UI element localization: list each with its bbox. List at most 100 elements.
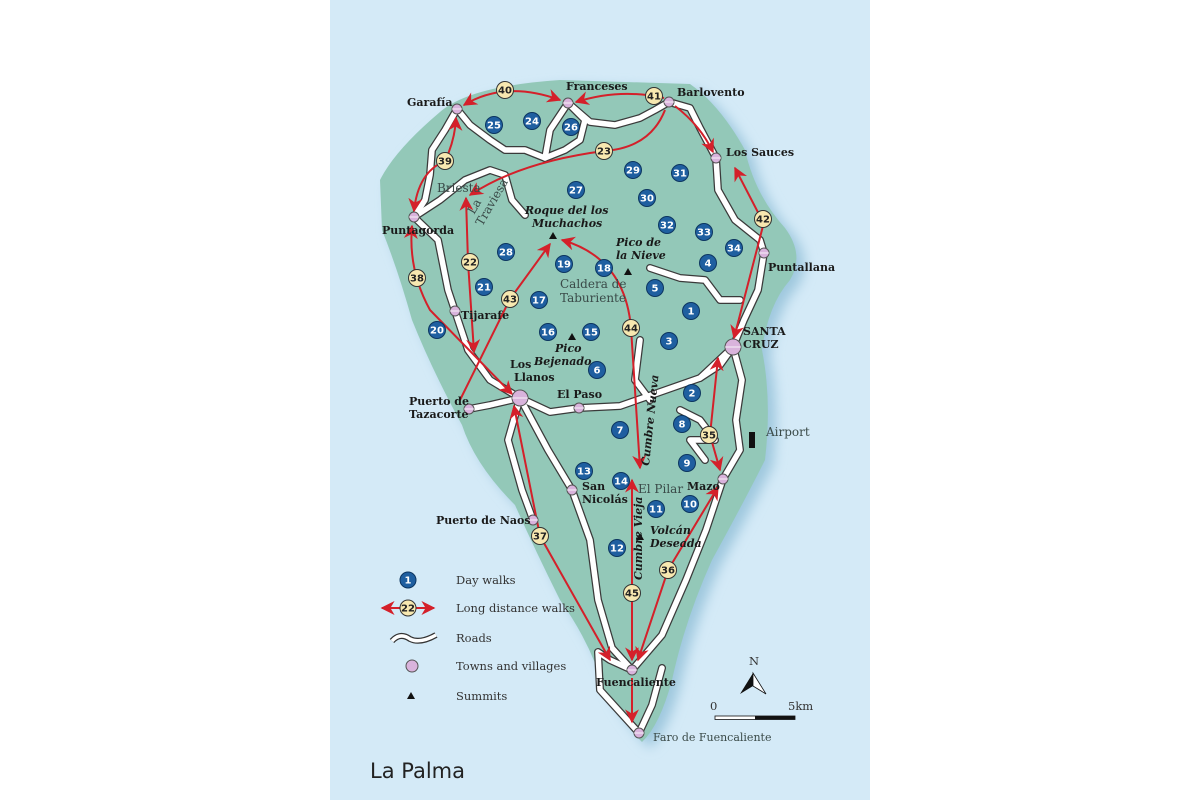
day-walk-marker[interactable]: 28 <box>497 243 515 261</box>
long-walk-marker[interactable]: 44 <box>622 319 640 337</box>
road <box>565 99 672 128</box>
town-marker[interactable]: El Paso <box>557 388 602 414</box>
day-walk-number: 11 <box>649 505 663 516</box>
day-walk-number: 15 <box>584 328 598 339</box>
day-walk-marker[interactable]: 13 <box>575 462 593 480</box>
town-symbol-icon <box>405 659 419 673</box>
road <box>647 265 743 303</box>
day-walk-marker[interactable]: 8 <box>673 415 691 433</box>
town-marker[interactable]: Franceses <box>562 80 628 109</box>
long-walk-marker[interactable]: 43 <box>501 290 519 308</box>
legend-long-walk-symbol: 22 <box>401 604 415 615</box>
road <box>542 100 571 161</box>
summit-triangle-icon <box>636 533 644 540</box>
town-marker[interactable]: Tijarafe <box>449 305 509 322</box>
town-marker[interactable]: Faro de Fuencaliente <box>633 727 771 744</box>
town-marker[interactable]: Garafía <box>407 96 463 115</box>
town-marker[interactable]: Fuencaliente <box>596 664 676 689</box>
day-walk-number: 12 <box>610 544 624 555</box>
town-label: Fuencaliente <box>596 676 676 689</box>
town-marker[interactable]: Puntagorda <box>382 211 454 237</box>
town-marker[interactable]: Barlovento <box>663 86 745 108</box>
place-label: Briesta <box>437 181 481 195</box>
day-walk-marker[interactable]: 6 <box>588 361 606 379</box>
day-walk-marker[interactable]: 32 <box>658 216 676 234</box>
day-walk-number: 30 <box>640 194 654 205</box>
long-walk-number: 44 <box>624 324 638 335</box>
long-walk-marker[interactable]: 40 <box>496 81 514 99</box>
day-walk-marker[interactable]: 27 <box>567 181 585 199</box>
day-walk-marker[interactable]: 12 <box>608 539 626 557</box>
day-walk-marker[interactable]: 20 <box>428 321 446 339</box>
day-walk-marker[interactable]: 9 <box>678 454 696 472</box>
town-marker[interactable]: Puntallana <box>758 247 835 274</box>
day-walk-marker[interactable]: 3 <box>660 332 678 350</box>
town-marker[interactable]: Los Sauces <box>710 146 794 164</box>
day-walk-marker[interactable]: 14 <box>612 472 630 490</box>
long-walk-marker[interactable]: 41 <box>645 87 663 105</box>
day-walk-marker[interactable]: 29 <box>624 161 642 179</box>
day-walk-marker[interactable]: 19 <box>555 255 573 273</box>
legend-item: Summits <box>407 689 507 703</box>
long-walk-marker[interactable]: 37 <box>531 527 549 545</box>
scale-end-label: 5km <box>788 699 813 713</box>
map-title: La Palma <box>370 759 465 783</box>
long-walk-marker[interactable]: 23 <box>595 142 613 160</box>
north-arrow-icon <box>740 673 753 694</box>
day-walk-number: 24 <box>525 117 539 128</box>
day-walk-marker[interactable]: 18 <box>595 259 613 277</box>
day-walk-marker[interactable]: 10 <box>681 495 699 513</box>
day-walk-marker[interactable]: 17 <box>530 291 548 309</box>
day-walk-marker[interactable]: 5 <box>646 279 664 297</box>
long-walk-marker[interactable]: 45 <box>623 584 641 602</box>
day-walk-marker[interactable]: 24 <box>523 112 541 130</box>
long-walk-marker[interactable]: 38 <box>408 269 426 287</box>
long-walk-number: 40 <box>498 86 512 97</box>
day-walk-marker[interactable]: 1 <box>682 302 700 320</box>
long-walk-number: 41 <box>647 92 661 103</box>
day-walk-marker[interactable]: 11 <box>647 500 665 518</box>
day-walk-number: 9 <box>684 459 691 470</box>
day-walk-marker[interactable]: 26 <box>562 118 580 136</box>
day-walk-marker[interactable]: 25 <box>485 116 503 134</box>
day-walk-number: 2 <box>689 389 696 400</box>
long-walk-marker[interactable]: 36 <box>659 561 677 579</box>
day-walk-marker[interactable]: 15 <box>582 323 600 341</box>
place-label: Cumbre Vieja <box>632 497 645 580</box>
long-walk-marker[interactable]: 39 <box>436 152 454 170</box>
day-walk-marker[interactable]: 30 <box>638 189 656 207</box>
day-walk-marker[interactable]: 31 <box>671 164 689 182</box>
town-label: Barlovento <box>677 86 745 99</box>
day-walk-marker[interactable]: 4 <box>699 254 717 272</box>
long-walk-marker[interactable]: 35 <box>700 426 718 444</box>
legend-label: Roads <box>456 631 492 645</box>
day-walk-marker[interactable]: 33 <box>695 223 713 241</box>
town-marker[interactable]: Mazo <box>687 473 729 493</box>
day-walk-marker[interactable]: 2 <box>683 384 701 402</box>
long-walk-marker[interactable]: 42 <box>754 210 772 228</box>
long-walk-marker[interactable]: 22 <box>461 253 479 271</box>
day-walk-number: 31 <box>673 169 687 180</box>
day-walk-marker[interactable]: 34 <box>725 239 743 257</box>
day-walk-marker[interactable]: 7 <box>611 421 629 439</box>
day-walk-marker[interactable]: 16 <box>539 323 557 341</box>
day-walk-marker[interactable]: 21 <box>475 278 493 296</box>
day-walk-number: 28 <box>499 248 513 259</box>
day-walk-number: 32 <box>660 221 674 232</box>
summit-triangle-icon <box>568 333 576 340</box>
long-walk-number: 38 <box>410 274 424 285</box>
town-marker[interactable]: Puerto de Naos <box>436 514 539 527</box>
town-label: El Paso <box>557 388 602 401</box>
legend-label: Summits <box>456 689 507 703</box>
